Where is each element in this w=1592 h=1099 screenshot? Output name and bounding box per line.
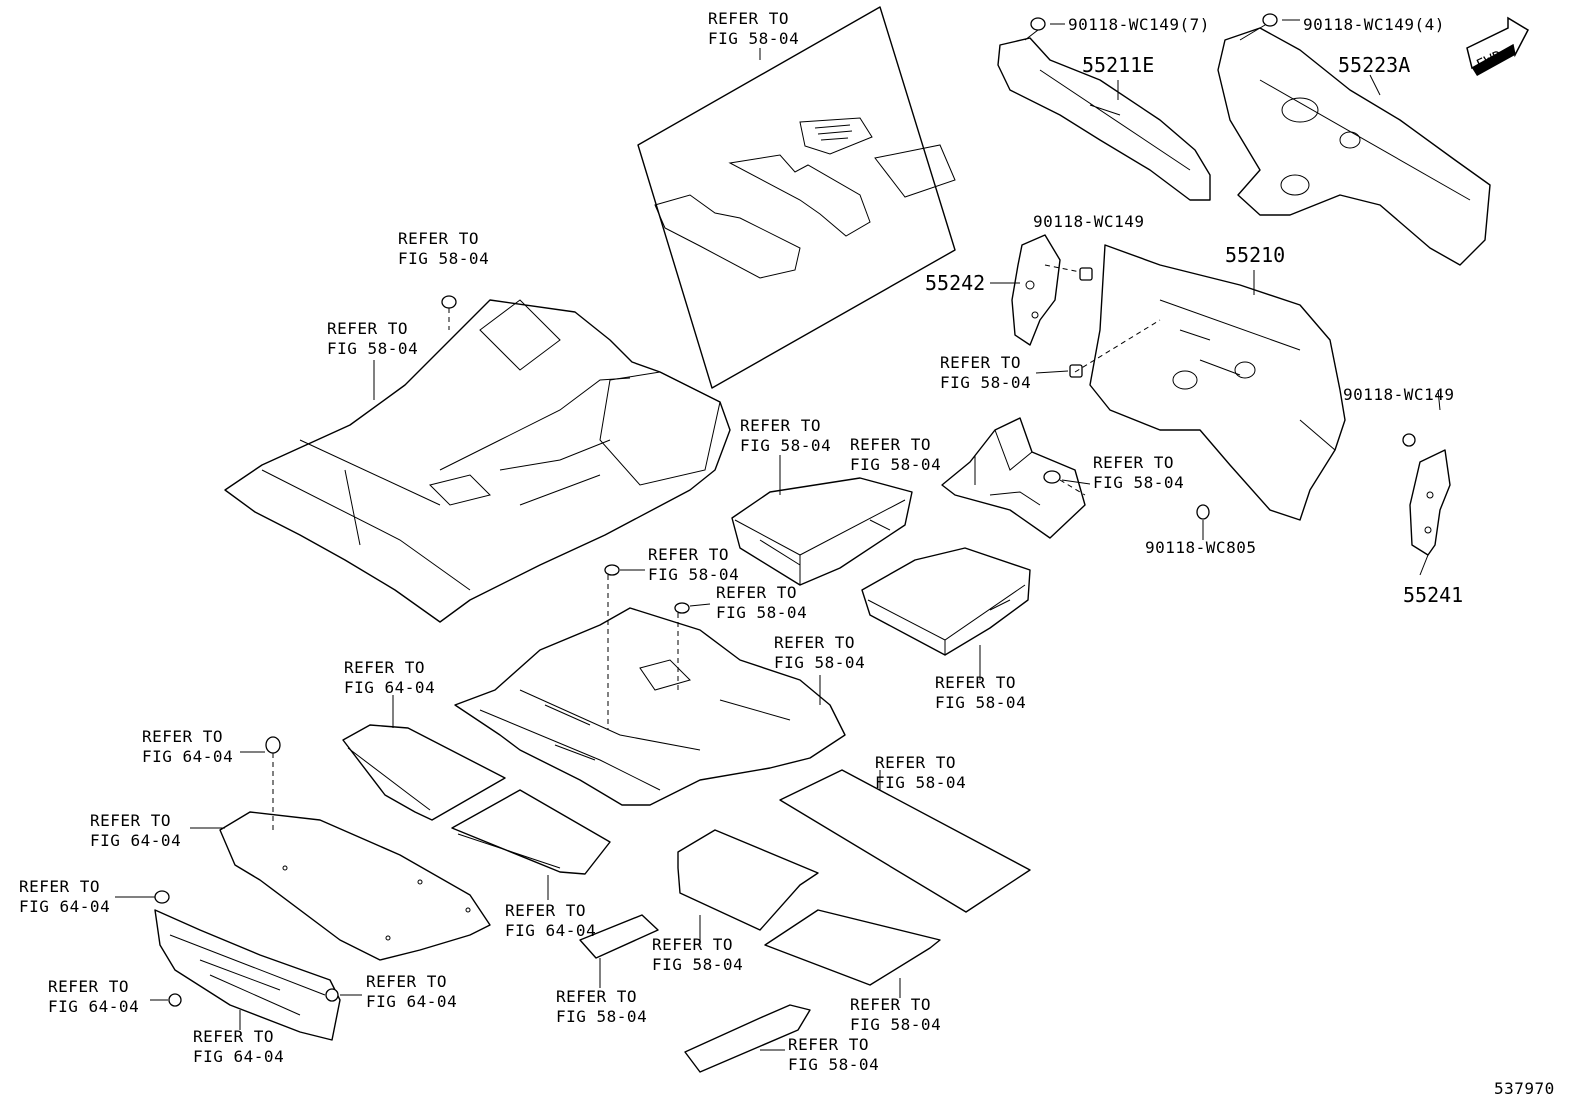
- refer-label-line1: REFER TO: [648, 545, 729, 564]
- floor-mat-front-right[interactable]: [677, 829, 819, 931]
- refer-label-line1: REFER TO: [48, 977, 129, 996]
- refer-label-line1: REFER TO: [142, 727, 223, 746]
- floor-mat-front-left[interactable]: [764, 909, 941, 986]
- refer-label-line1: REFER TO: [850, 995, 931, 1014]
- refer-label-line2: FIG 58-04: [716, 603, 807, 622]
- refer-label-line2: FIG 64-04: [344, 678, 435, 697]
- nut-icon: [1262, 13, 1278, 27]
- refer-label-line1: REFER TO: [556, 987, 637, 1006]
- dash-silencer-55223A[interactable]: [1217, 27, 1491, 266]
- refer-label-line1: REFER TO: [398, 229, 479, 248]
- luggage-board-center[interactable]: [451, 789, 611, 875]
- refer-label-line2: FIG 58-04: [398, 249, 489, 268]
- refer-label-line2: FIG 58-04: [327, 339, 418, 358]
- refer-label-line1: REFER TO: [740, 416, 821, 435]
- clip-icon: [1079, 267, 1093, 281]
- fwd-arrow-icon: FWD: [1466, 16, 1529, 76]
- refer-label-line2: FIG 58-04: [648, 565, 739, 584]
- refer-label-line1: REFER TO: [90, 811, 171, 830]
- refer-label-line1: REFER TO: [850, 435, 931, 454]
- refer-label-line2: FIG 58-04: [940, 373, 1031, 392]
- refer-label-line2: FIG 64-04: [505, 921, 596, 940]
- refer-label-line2: FIG 64-04: [48, 997, 139, 1016]
- under-floor-silencer[interactable]: [454, 607, 846, 806]
- clip-icon: [265, 736, 281, 754]
- part-number-label: 55241: [1403, 583, 1463, 607]
- floor-storage-box-front[interactable]: [731, 477, 913, 586]
- refer-label-line1: REFER TO: [935, 673, 1016, 692]
- part-number-label: 55242: [925, 271, 985, 295]
- floor-mat-set-box[interactable]: [637, 6, 956, 389]
- refer-label-line2: FIG 58-04: [708, 29, 799, 48]
- refer-label-line1: REFER TO: [505, 901, 586, 920]
- part-number-label: 55210: [1225, 243, 1285, 267]
- refer-label-line1: REFER TO: [327, 319, 408, 338]
- dash-silencer-55211E[interactable]: [997, 37, 1211, 201]
- refer-label-line1: REFER TO: [193, 1027, 274, 1046]
- refer-label-line1: REFER TO: [716, 583, 797, 602]
- refer-label-line1: REFER TO: [1093, 453, 1174, 472]
- refer-label-line1: REFER TO: [366, 972, 447, 991]
- floor-carpet-assembly[interactable]: [224, 299, 731, 623]
- floor-side-bracket[interactable]: [941, 417, 1086, 539]
- trunk-floor-sheet[interactable]: [219, 811, 491, 961]
- part-number-label: 55223A: [1338, 53, 1410, 77]
- refer-label-line1: REFER TO: [940, 353, 1021, 372]
- refer-label-line2: FIG 64-04: [142, 747, 233, 766]
- part-number-label: 55211E: [1082, 53, 1154, 77]
- refer-label-line2: FIG 64-04: [19, 897, 110, 916]
- fastener-label: 90118-WC149(4): [1303, 15, 1445, 34]
- floor-mat-console[interactable]: [684, 1004, 811, 1073]
- fastener-label: 90118-WC805: [1145, 538, 1256, 557]
- bracket-55241[interactable]: [1409, 449, 1451, 556]
- fastener-label: 90118-WC149(7): [1068, 15, 1210, 34]
- refer-label-line2: FIG 58-04: [774, 653, 865, 672]
- fastener-labels: 90118-WC149(7) 90118-WC149(4) 90118-WC14…: [1033, 15, 1454, 557]
- refer-label-line1: REFER TO: [774, 633, 855, 652]
- reference-labels: REFER TO FIG 58-04 REFER TO FIG 58-04 RE…: [19, 9, 1184, 1074]
- refer-label-line2: FIG 58-04: [788, 1055, 879, 1074]
- refer-label-line2: FIG 58-04: [850, 455, 941, 474]
- clip-icon: [325, 988, 339, 1002]
- clip-icon: [154, 890, 170, 904]
- luggage-board-left[interactable]: [342, 724, 506, 821]
- refer-label-line1: REFER TO: [788, 1035, 869, 1054]
- clip-icon: [604, 564, 620, 576]
- nut-icon: [1030, 17, 1046, 31]
- floor-mat-rear-long[interactable]: [779, 769, 1031, 913]
- dash-panel-silencer-55210[interactable]: [1089, 244, 1346, 521]
- floor-mat-small-strip[interactable]: [579, 914, 659, 959]
- floor-storage-box-rear[interactable]: [861, 547, 1031, 656]
- fastener-label: 90118-WC149: [1033, 212, 1144, 231]
- nut-icon: [1402, 433, 1416, 447]
- refer-label-line1: REFER TO: [652, 935, 733, 954]
- refer-label-line2: FIG 58-04: [935, 693, 1026, 712]
- diagram-id: 537970: [1494, 1079, 1555, 1098]
- rear-trim-panel[interactable]: [154, 909, 341, 1041]
- part-number-labels: 55211E 55223A 55210 55242 55241: [925, 53, 1463, 607]
- refer-label-line2: FIG 64-04: [366, 992, 457, 1011]
- refer-label-line1: REFER TO: [708, 9, 789, 28]
- clip-icon: [1043, 470, 1061, 484]
- refer-label-line2: FIG 58-04: [1093, 473, 1184, 492]
- clip-icon: [441, 295, 457, 309]
- refer-label-line2: FIG 64-04: [193, 1047, 284, 1066]
- clip-icon: [1196, 504, 1210, 520]
- refer-label-line1: REFER TO: [344, 658, 425, 677]
- refer-label-line2: FIG 64-04: [90, 831, 181, 850]
- refer-label-line2: FIG 58-04: [740, 436, 831, 455]
- fastener-label: 90118-WC149: [1343, 385, 1454, 404]
- refer-label-line2: FIG 58-04: [875, 773, 966, 792]
- clip-icon: [168, 993, 182, 1007]
- leader-lines: [115, 19, 1441, 1051]
- clip-icon: [674, 602, 690, 614]
- refer-label-line1: REFER TO: [875, 753, 956, 772]
- refer-label-line2: FIG 58-04: [652, 955, 743, 974]
- refer-label-line2: FIG 58-04: [850, 1015, 941, 1034]
- refer-label-line2: FIG 58-04: [556, 1007, 647, 1026]
- bracket-55242[interactable]: [1011, 234, 1061, 346]
- refer-label-line1: REFER TO: [19, 877, 100, 896]
